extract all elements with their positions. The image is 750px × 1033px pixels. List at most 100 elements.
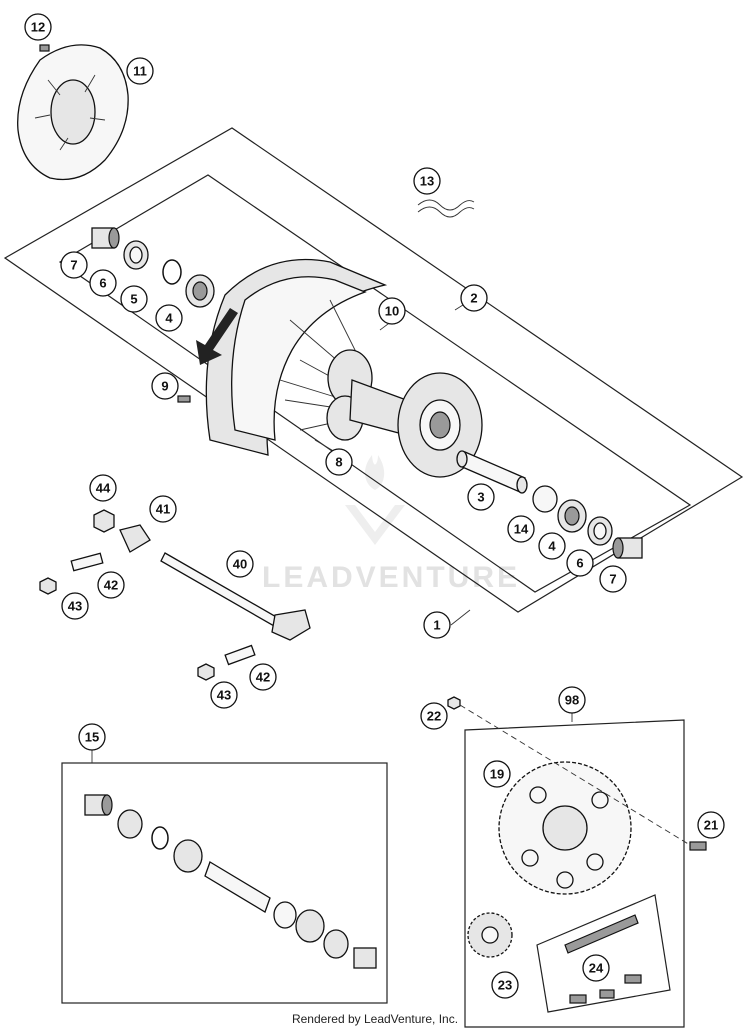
valve-screw [177,395,191,403]
adjusting-screw-42-upper [70,552,104,572]
footer-credit: Rendered by LeadVenture, Inc. [291,1012,459,1026]
shaft-seal-6-right [587,516,613,546]
svg-text:40: 40 [233,557,247,572]
sprocket-bolt-21 [689,841,707,851]
chain-frame [536,894,671,1013]
callout-7-left: 7 [60,251,88,279]
svg-text:42: 42 [104,578,118,593]
callout-21: 21 [697,811,725,839]
rear-sprocket-19 [498,761,632,895]
callout-11: 11 [126,57,154,85]
bearing-kit-parts [84,794,377,969]
spacer-bushing-7-left [91,227,120,249]
sprocket-nut-22 [447,696,461,710]
svg-text:24: 24 [589,961,604,976]
svg-text:7: 7 [609,572,616,587]
callout-13: 13 [413,167,441,195]
svg-text:98: 98 [565,693,579,708]
bearing-4-right [557,499,587,533]
callout-5: 5 [120,285,148,313]
svg-text:8: 8 [335,455,342,470]
master-link-24 [569,974,642,1004]
svg-text:6: 6 [99,276,106,291]
nut-43-lower [197,663,215,681]
callout-10: 10 [378,297,406,325]
svg-text:1: 1 [433,618,440,633]
callout-22: 22 [420,702,448,730]
callout-2: 2 [460,284,488,312]
callout-24: 24 [582,954,610,982]
bolt-alignment-line [459,704,691,846]
sprocket-kit-frame [464,719,685,1028]
callout-43-upper: 43 [61,592,89,620]
callout-4-right: 4 [538,532,566,560]
watermark: LEADVENTURE [262,455,520,594]
svg-text:23: 23 [498,978,512,993]
wheel-spindle-40 [160,552,311,641]
spacer-tube-3 [456,450,528,494]
circlip-5 [162,259,182,285]
callout-7-right: 7 [599,565,627,593]
callout-1: 1 [423,611,451,639]
watermark-text: LEADVENTURE [262,561,520,594]
callout-12: 12 [24,13,52,41]
callout-6-right: 6 [566,549,594,577]
callout-9: 9 [151,372,179,400]
callout-14: 14 [507,515,535,543]
svg-text:13: 13 [420,174,434,189]
svg-text:10: 10 [385,304,399,319]
callout-44: 44 [89,474,117,502]
front-sprocket [467,912,513,958]
svg-text:12: 12 [31,20,45,35]
svg-text:4: 4 [548,539,556,554]
svg-text:21: 21 [704,818,718,833]
disc-bolt [39,44,50,52]
callout-19: 19 [483,760,511,788]
svg-text:2: 2 [470,291,477,306]
spring-clip-13 [417,199,475,218]
adjusting-screw-42-lower [224,644,256,666]
svg-text:41: 41 [156,502,170,517]
callout-98: 98 [558,686,586,714]
svg-text:44: 44 [96,481,111,496]
chain-adjuster-41 [119,524,151,553]
rotation-arrow [196,308,238,365]
wheel-rim [205,258,388,456]
callout-42-lower: 42 [249,663,277,691]
callout-42-upper: 42 [97,571,125,599]
spacer-ring-14 [532,485,558,513]
svg-text:43: 43 [217,688,231,703]
svg-text:4: 4 [165,311,173,326]
svg-text:22: 22 [427,709,441,724]
svg-text:9: 9 [161,379,168,394]
wheel-group-frame [3,127,744,613]
callout-41: 41 [149,495,177,523]
svg-text:15: 15 [85,730,99,745]
callout-8: 8 [325,448,353,476]
bearing-4-left [185,274,215,308]
svg-text:6: 6 [576,556,583,571]
svg-text:11: 11 [133,64,147,79]
svg-text:19: 19 [490,767,504,782]
svg-text:43: 43 [68,599,82,614]
callout-6-left: 6 [89,269,117,297]
callout-3: 3 [467,483,495,511]
svg-text:42: 42 [256,670,270,685]
shaft-seal-6-left [123,240,149,270]
nut-43-upper [39,577,57,595]
callout-15: 15 [78,723,106,751]
bearing-kit-frame [61,762,388,1004]
svg-text:3: 3 [477,490,484,505]
callout-4-left: 4 [155,304,183,332]
callout-40: 40 [226,550,254,578]
callout-23: 23 [491,971,519,999]
nut-44 [93,509,115,533]
spacer-bushing-7-right [612,537,643,559]
svg-text:14: 14 [514,522,529,537]
chain-23 [564,914,639,954]
svg-text:7: 7 [70,258,77,273]
svg-text:5: 5 [130,292,137,307]
callout-43-lower: 43 [210,681,238,709]
brake-disc [17,44,129,181]
